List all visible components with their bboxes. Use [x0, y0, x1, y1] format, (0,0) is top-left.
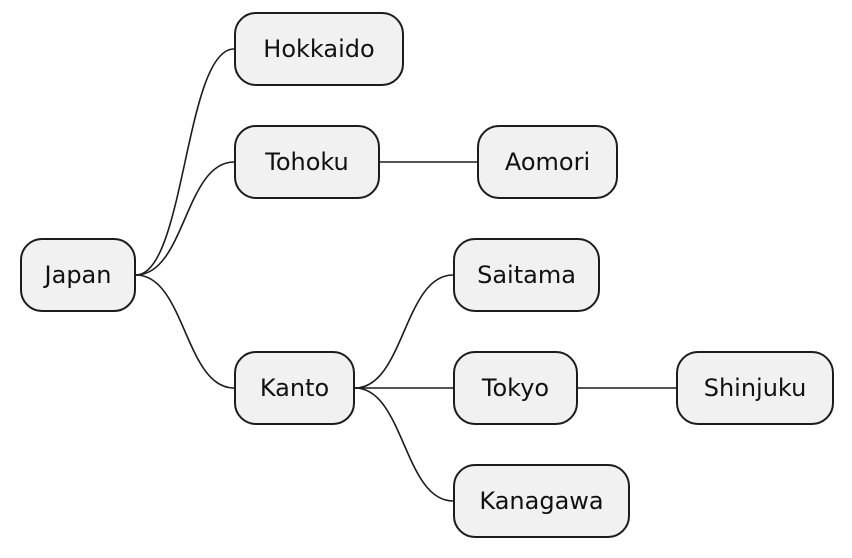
node-tohoku[interactable]: Tohoku [234, 125, 380, 199]
node-saitama[interactable]: Saitama [453, 238, 600, 312]
edge-japan-tohoku [135, 161, 235, 276]
edge-kanto-kanagawa [354, 387, 454, 502]
edge-japan-hokkaido [135, 48, 235, 276]
node-hokkaido[interactable]: Hokkaido [234, 12, 404, 86]
node-shinjuku[interactable]: Shinjuku [676, 351, 834, 425]
node-tokyo[interactable]: Tokyo [453, 351, 578, 425]
node-japan[interactable]: Japan [20, 238, 136, 312]
edge-japan-kanto [135, 274, 235, 389]
node-kanagawa[interactable]: Kanagawa [453, 464, 630, 538]
node-aomori[interactable]: Aomori [477, 125, 618, 199]
node-kanto[interactable]: Kanto [234, 351, 355, 425]
edge-kanto-saitama [354, 274, 454, 389]
